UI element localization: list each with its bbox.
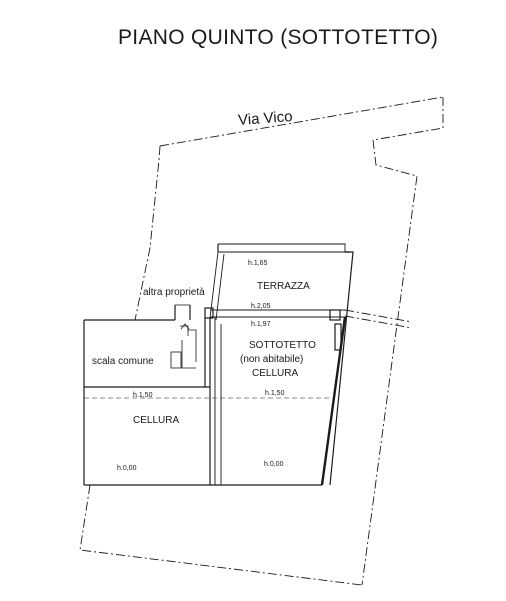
room-label-cellura: CELLURA xyxy=(133,415,179,426)
terrace-parapet xyxy=(204,307,345,321)
height-cellura-floor: h.0,00 xyxy=(117,465,137,472)
room-label-terrace: TERRAZZA xyxy=(257,281,310,292)
room-label-attic-cellura: CELLURA xyxy=(252,368,298,379)
height-cellura-top: h.1,50 xyxy=(133,392,153,399)
room-note-attic: (non abitabile) xyxy=(240,354,303,365)
neighbor-property-label: altra proprietà xyxy=(143,287,205,298)
height-terrace-top: h.1,65 xyxy=(248,260,268,267)
room-label-stair: scala comune xyxy=(92,356,154,367)
property-boundary xyxy=(79,96,444,586)
cellura-room-outline xyxy=(83,387,330,486)
height-attic-floor: h.0,00 xyxy=(264,461,284,468)
room-label-attic: SOTTOTETTO xyxy=(249,340,316,351)
terrace-outline xyxy=(209,243,354,486)
height-attic-mid: h.1,50 xyxy=(265,390,285,397)
height-attic-top: h.1,97 xyxy=(251,321,271,328)
height-terrace-bottom: h.2,05 xyxy=(251,303,271,310)
plan-title: PIANO QUINTO (SOTTOTETTO) xyxy=(118,26,438,49)
stair-room-outline xyxy=(83,304,211,388)
street-label: Via Vico xyxy=(238,108,294,129)
attic-outline xyxy=(214,316,347,486)
